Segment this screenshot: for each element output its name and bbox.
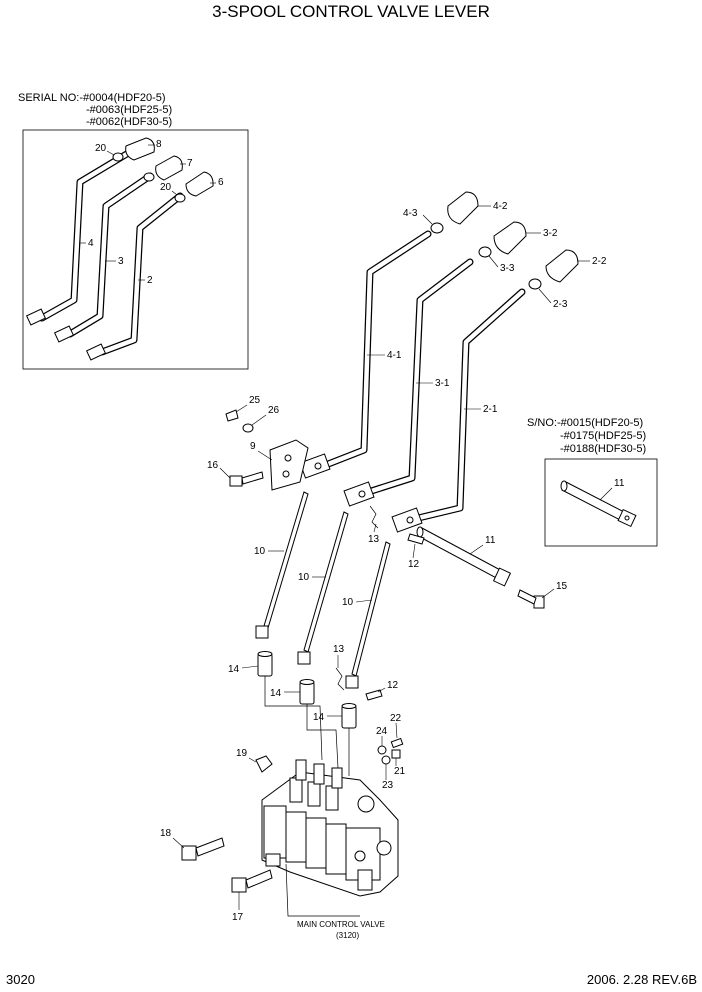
bolt-16 <box>229 471 264 487</box>
callout-15: 15 <box>556 581 568 592</box>
callout-13b: 13 <box>333 644 345 655</box>
callout-22: 22 <box>390 713 402 724</box>
nut-25 <box>225 409 239 422</box>
callout-3-3: 3-3 <box>500 263 515 274</box>
inset-nut-20b <box>174 193 186 203</box>
callout-23: 23 <box>382 780 394 791</box>
inset-box-right <box>544 458 658 547</box>
o-ring-24 <box>377 745 387 755</box>
nut-3-3 <box>478 246 492 258</box>
callout-11b: 11 <box>614 478 625 489</box>
serial-left-line2: -#0063(HDF25-5) <box>86 104 172 116</box>
callout-26: 26 <box>268 405 280 416</box>
o-ring-23 <box>381 755 391 765</box>
callout-8: 8 <box>156 139 162 150</box>
boot-14b <box>299 679 315 705</box>
serial-left-line1: SERIAL NO:-#0004(HDF20-5) <box>18 92 166 104</box>
fitting-21 <box>391 749 401 759</box>
washer-26 <box>242 423 254 433</box>
inset-box-left <box>22 129 249 370</box>
page-number: 3020 <box>6 972 35 987</box>
callout-6: 6 <box>218 177 224 188</box>
inset-shaft-11 <box>560 480 637 528</box>
boot-14a <box>257 651 273 677</box>
callout-12b: 12 <box>387 680 399 691</box>
callout-2-2: 2-2 <box>592 256 607 267</box>
knob-2-2 <box>545 249 579 283</box>
callout-7: 7 <box>187 158 193 169</box>
rod-10b <box>297 511 349 665</box>
valve-note-line1: MAIN CONTROL VALVE <box>297 920 385 929</box>
inset-knob-6 <box>185 171 214 197</box>
callout-4-2: 4-2 <box>493 201 508 212</box>
callout-2-1: 2-1 <box>483 404 498 415</box>
callout-11a: 11 <box>485 535 496 546</box>
callout-13a: 13 <box>368 534 380 545</box>
bolt-15 <box>517 589 545 609</box>
callout-21: 21 <box>394 766 406 777</box>
callout-18: 18 <box>160 828 172 839</box>
knob-4-2 <box>447 191 479 225</box>
callout-2: 2 <box>147 275 153 286</box>
callout-3-2: 3-2 <box>543 228 558 239</box>
callout-3-1: 3-1 <box>435 378 450 389</box>
serial-right-line1: S/NO:-#0015(HDF20-5) <box>527 417 643 429</box>
pin-12a <box>407 533 425 545</box>
callout-20b: 20 <box>160 182 172 193</box>
serial-left-line3: -#0062(HDF30-5) <box>86 116 172 128</box>
inset-knob-7 <box>155 155 183 181</box>
inset-knob-8 <box>125 137 155 161</box>
serial-right-line2: -#0175(HDF25-5) <box>560 430 646 442</box>
callout-10c: 10 <box>342 597 354 608</box>
screw-22 <box>390 737 404 749</box>
callout-10a: 10 <box>254 546 266 557</box>
inset-nut-20b-upper <box>143 172 155 182</box>
callout-3: 3 <box>118 256 124 267</box>
valve-note-line2: (3120) <box>336 931 359 940</box>
bolt-17 <box>231 869 273 893</box>
lever-3-1 <box>358 258 474 498</box>
lever-2-1 <box>406 288 526 524</box>
spring-pin-13b <box>335 667 345 691</box>
shaft-11 <box>416 526 512 587</box>
main-control-valve <box>261 759 399 897</box>
inset-nut-20a <box>112 152 124 162</box>
lever-4-1 <box>314 230 432 472</box>
callout-14b: 14 <box>270 688 282 699</box>
callout-24: 24 <box>376 726 388 737</box>
boot-14c <box>341 703 357 729</box>
inset-lever-2 <box>85 192 184 361</box>
callout-12a: 12 <box>408 559 420 570</box>
revision-stamp: 2006. 2.28 REV.6B <box>587 972 697 987</box>
callout-14a: 14 <box>228 664 240 675</box>
callout-17: 17 <box>232 912 244 923</box>
spring-pin-13a <box>369 505 379 529</box>
nut-2-3 <box>528 278 542 290</box>
callout-14c: 14 <box>313 712 325 723</box>
bracket-9 <box>269 439 309 491</box>
callout-10b: 10 <box>298 572 310 583</box>
pin-12b <box>365 689 383 701</box>
bolt-18 <box>181 837 225 861</box>
inset-lever-4 <box>25 148 134 326</box>
inset-lever-3 <box>53 172 154 343</box>
callout-20a: 20 <box>95 143 107 154</box>
nut-4-3 <box>430 222 444 234</box>
diagram-title: 3-SPOOL CONTROL VALVE LEVER <box>212 2 490 21</box>
knob-3-2 <box>493 221 527 255</box>
callout-19: 19 <box>236 748 248 759</box>
callout-2-3: 2-3 <box>553 299 568 310</box>
nut-19 <box>255 755 273 773</box>
callout-4: 4 <box>88 238 94 249</box>
rod-10c <box>345 541 391 689</box>
callout-4-1: 4-1 <box>387 350 402 361</box>
serial-right-line3: -#0188(HDF30-5) <box>560 443 646 455</box>
callout-16: 16 <box>207 460 219 471</box>
callout-25: 25 <box>249 395 261 406</box>
callout-4-3: 4-3 <box>403 208 418 219</box>
rod-10a <box>255 491 309 639</box>
callout-9: 9 <box>250 441 256 452</box>
